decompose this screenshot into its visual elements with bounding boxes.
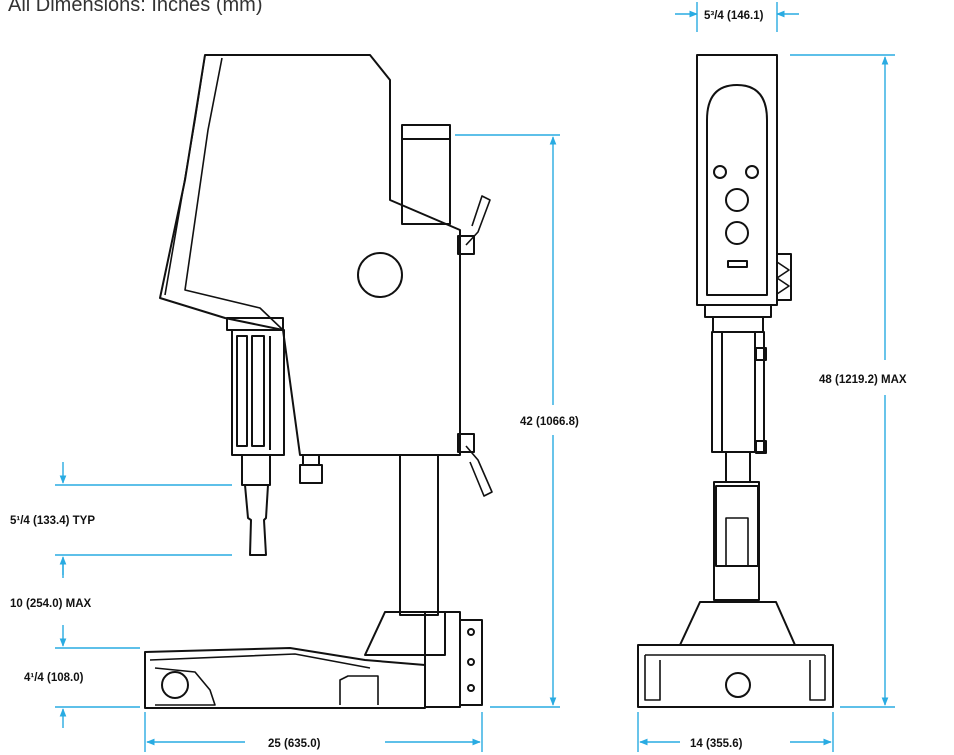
head-housing — [159, 54, 461, 456]
front-view — [637, 54, 834, 708]
dim-base-height: 4¹/4 (108.0) — [24, 672, 84, 684]
head-front-bezel — [184, 57, 284, 331]
panel-button-2 — [725, 221, 749, 245]
panel-button-1 — [725, 188, 749, 212]
horn — [244, 484, 269, 556]
dim-base-depth: 25 (635.0) — [268, 738, 321, 750]
handle-upper — [457, 235, 475, 255]
dimension-lines — [55, 2, 895, 752]
handle-lower — [457, 433, 475, 453]
dim-stroke: 10 (254.0) MAX — [10, 598, 92, 610]
dim-width-top: 5³/4 (146.1) — [704, 10, 764, 22]
side-view — [144, 54, 493, 709]
dim-total-height: 48 (1219.2) MAX — [819, 374, 907, 386]
page-title: All Dimensions: Inches (mm) — [8, 0, 263, 16]
side-knob — [357, 252, 403, 298]
side-column — [399, 454, 439, 616]
dim-column-height: 42 (1066.8) — [520, 416, 579, 428]
control-panel — [706, 84, 768, 296]
front-column — [713, 481, 760, 601]
dim-base-width: 14 (355.6) — [690, 738, 743, 750]
dim-horn-length: 5¹/4 (133.4) TYP — [10, 515, 95, 527]
front-base — [637, 644, 834, 708]
side-base — [144, 647, 426, 709]
